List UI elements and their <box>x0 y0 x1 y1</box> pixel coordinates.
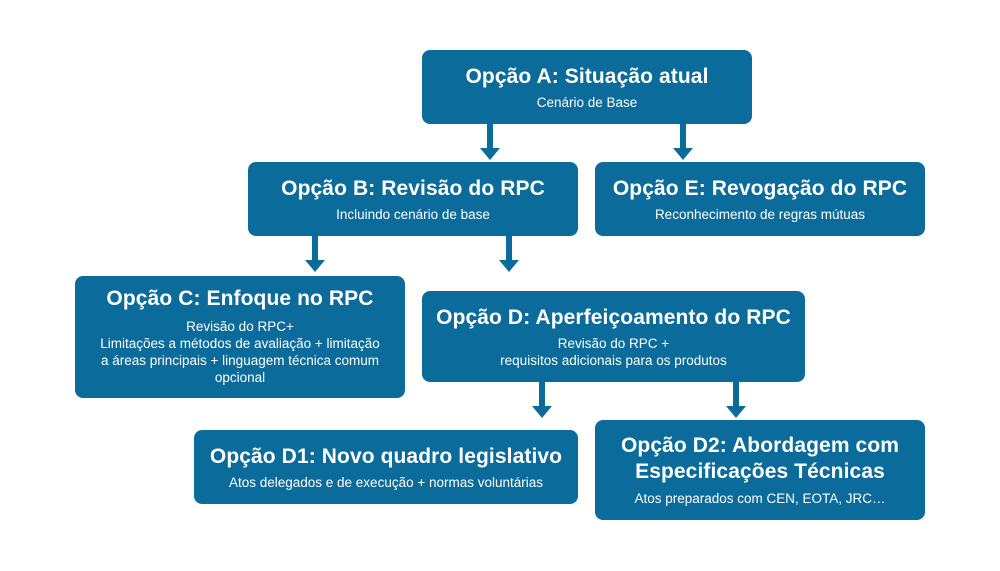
arrow-b-to-d <box>499 236 519 272</box>
node-option-d1-title: Opção D1: Novo quadro legislativo <box>209 444 563 468</box>
node-option-c: Opção C: Enfoque no RPC Revisão do RPC+ … <box>75 276 405 398</box>
node-option-d2-line: Atos preparados com CEN, EOTA, JRC… <box>634 491 886 506</box>
node-option-d2: Opção D2: Abordagem com Especificações T… <box>595 420 925 520</box>
node-option-c-line: Limitações a métodos de avaliação + limi… <box>100 336 380 351</box>
node-option-a-subtitle: Cenário de Base <box>537 94 638 111</box>
node-option-e-subtitle: Reconhecimento de regras mútuas <box>655 206 865 223</box>
node-option-d2-subtitle: Atos preparados com CEN, EOTA, JRC… <box>634 490 885 507</box>
arrow-d-to-d1 <box>532 382 552 418</box>
node-option-e: Opção E: Revogação do RPC Reconhecimento… <box>595 162 925 236</box>
node-option-b-subtitle: Incluindo cenário de base <box>336 206 490 223</box>
node-option-d: Opção D: Aperfeiçoamento do RPC Revisão … <box>422 291 805 382</box>
node-option-d-title: Opção D: Aperfeiçoamento do RPC <box>436 305 791 329</box>
node-option-d1-subtitle: Atos delegados e de execução + normas vo… <box>229 474 543 491</box>
node-option-d1: Opção D1: Novo quadro legislativo Atos d… <box>194 430 578 504</box>
node-option-b-line: Incluindo cenário de base <box>336 206 490 222</box>
node-option-c-title: Opção C: Enfoque no RPC <box>106 287 374 310</box>
node-option-a-line: Cenário de Base <box>536 94 638 110</box>
node-option-d2-title: Opção D2: Abordagem com Especificações T… <box>621 433 899 485</box>
node-option-b: Opção B: Revisão do RPC Incluindo cenári… <box>248 162 578 236</box>
node-option-d1-line: Atos delegados e de execução + normas vo… <box>228 474 544 490</box>
node-option-a-title: Opção A: Situação atual <box>465 64 709 88</box>
node-option-d-line: Revisão do RPC + <box>557 335 670 351</box>
node-option-c-line: opcional <box>214 370 266 385</box>
node-option-a: Opção A: Situação atual Cenário de Base <box>422 50 752 124</box>
node-option-b-title: Opção B: Revisão do RPC <box>281 176 545 200</box>
node-option-e-line: Reconhecimento de regras mútuas <box>654 206 866 222</box>
arrow-b-to-c <box>305 236 325 272</box>
arrow-d-to-d2 <box>726 382 746 418</box>
node-option-d-subtitle: Revisão do RPC + requisitos adicionais p… <box>500 335 727 369</box>
arrow-a-to-e <box>673 124 693 160</box>
node-option-c-subtitle: Revisão do RPC+ Limitações a métodos de … <box>100 318 380 386</box>
node-option-e-title: Opção E: Revogação do RPC <box>612 176 908 200</box>
node-option-c-line: a áreas principais + linguagem técnica c… <box>100 353 379 368</box>
node-option-d2-title-line: Especificações Técnicas <box>635 460 885 483</box>
node-option-c-line: Revisão do RPC+ <box>186 319 294 334</box>
arrow-a-to-b <box>480 124 500 160</box>
node-option-d-line: requisitos adicionais para os produtos <box>500 352 727 368</box>
node-option-d2-title-line: Opção D2: Abordagem com <box>620 434 900 457</box>
